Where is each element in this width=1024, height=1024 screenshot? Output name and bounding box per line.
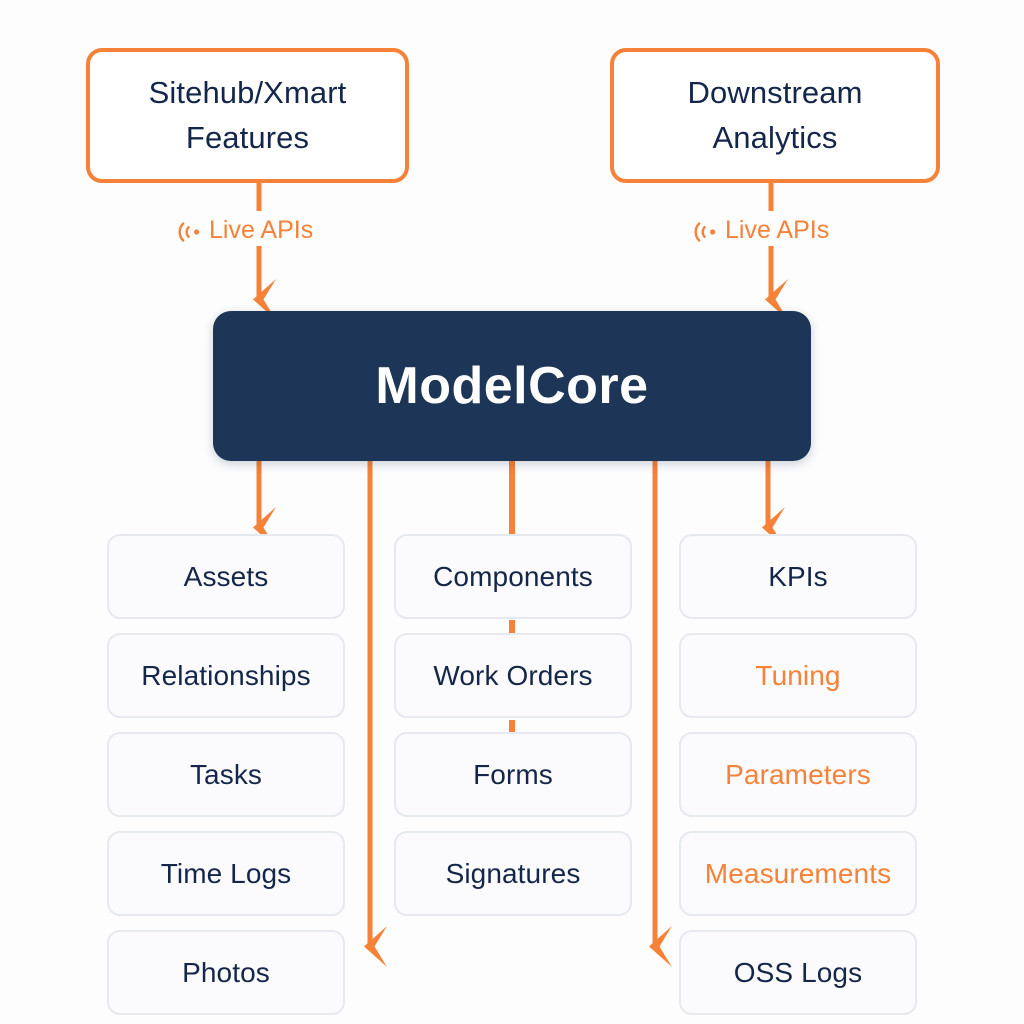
source-box-sitehub-label: Sitehub/Xmart Features bbox=[148, 75, 347, 155]
entity-node[interactable]: OSS Logs bbox=[679, 930, 917, 1015]
entity-node-label: KPIs bbox=[768, 560, 828, 592]
core-node-label: ModelCore bbox=[375, 357, 649, 415]
entity-column-middle: Components Work Orders Forms Signatures bbox=[394, 534, 632, 916]
source-box-sitehub[interactable]: Sitehub/Xmart Features bbox=[86, 48, 409, 183]
entity-node[interactable]: Tuning bbox=[679, 633, 917, 718]
entity-node-label: Assets bbox=[183, 560, 269, 592]
entity-node-label: Work Orders bbox=[433, 659, 593, 691]
entity-node-label: Relationships bbox=[141, 659, 311, 691]
entity-node[interactable]: Work Orders bbox=[394, 633, 632, 718]
entity-node-label: Time Logs bbox=[160, 857, 292, 889]
entity-node[interactable]: Forms bbox=[394, 732, 632, 817]
entity-node-label: Photos bbox=[182, 956, 270, 988]
entity-node-label: OSS Logs bbox=[733, 956, 863, 988]
entity-node-label: Parameters bbox=[725, 758, 871, 790]
entity-node-label: Measurements bbox=[704, 857, 892, 889]
entity-node-label: Tuning bbox=[755, 659, 841, 691]
connector-label-live-apis-left: Live APIs bbox=[172, 216, 318, 245]
connector-label-live-apis-left-text: Live APIs bbox=[209, 216, 314, 244]
entity-node[interactable]: KPIs bbox=[679, 534, 917, 619]
core-node-modelcore[interactable]: ModelCore bbox=[213, 311, 811, 461]
entity-node[interactable]: Measurements bbox=[679, 831, 917, 916]
entity-node[interactable]: Assets bbox=[107, 534, 345, 619]
entity-node[interactable]: Parameters bbox=[679, 732, 917, 817]
broadcast-signal-icon bbox=[692, 220, 718, 244]
connector-label-live-apis-right-text: Live APIs bbox=[725, 216, 830, 244]
source-box-downstream[interactable]: Downstream Analytics bbox=[610, 48, 940, 183]
entity-column-right: KPIs Tuning Parameters Measurements OSS … bbox=[679, 534, 917, 1015]
entity-node[interactable]: Signatures bbox=[394, 831, 632, 916]
entity-node-label: Signatures bbox=[445, 857, 581, 889]
source-box-downstream-label: Downstream Analytics bbox=[687, 75, 863, 155]
entity-node[interactable]: Photos bbox=[107, 930, 345, 1015]
entity-node[interactable]: Components bbox=[394, 534, 632, 619]
entity-node[interactable]: Relationships bbox=[107, 633, 345, 718]
entity-column-left: Assets Relationships Tasks Time Logs Pho… bbox=[107, 534, 345, 1015]
entity-node[interactable]: Tasks bbox=[107, 732, 345, 817]
entity-node-label: Tasks bbox=[189, 758, 263, 790]
entity-node-label: Forms bbox=[473, 758, 553, 790]
entity-node-label: Components bbox=[433, 560, 593, 592]
entity-node[interactable]: Time Logs bbox=[107, 831, 345, 916]
connector-label-live-apis-right: Live APIs bbox=[688, 216, 834, 245]
broadcast-signal-icon bbox=[176, 220, 202, 244]
